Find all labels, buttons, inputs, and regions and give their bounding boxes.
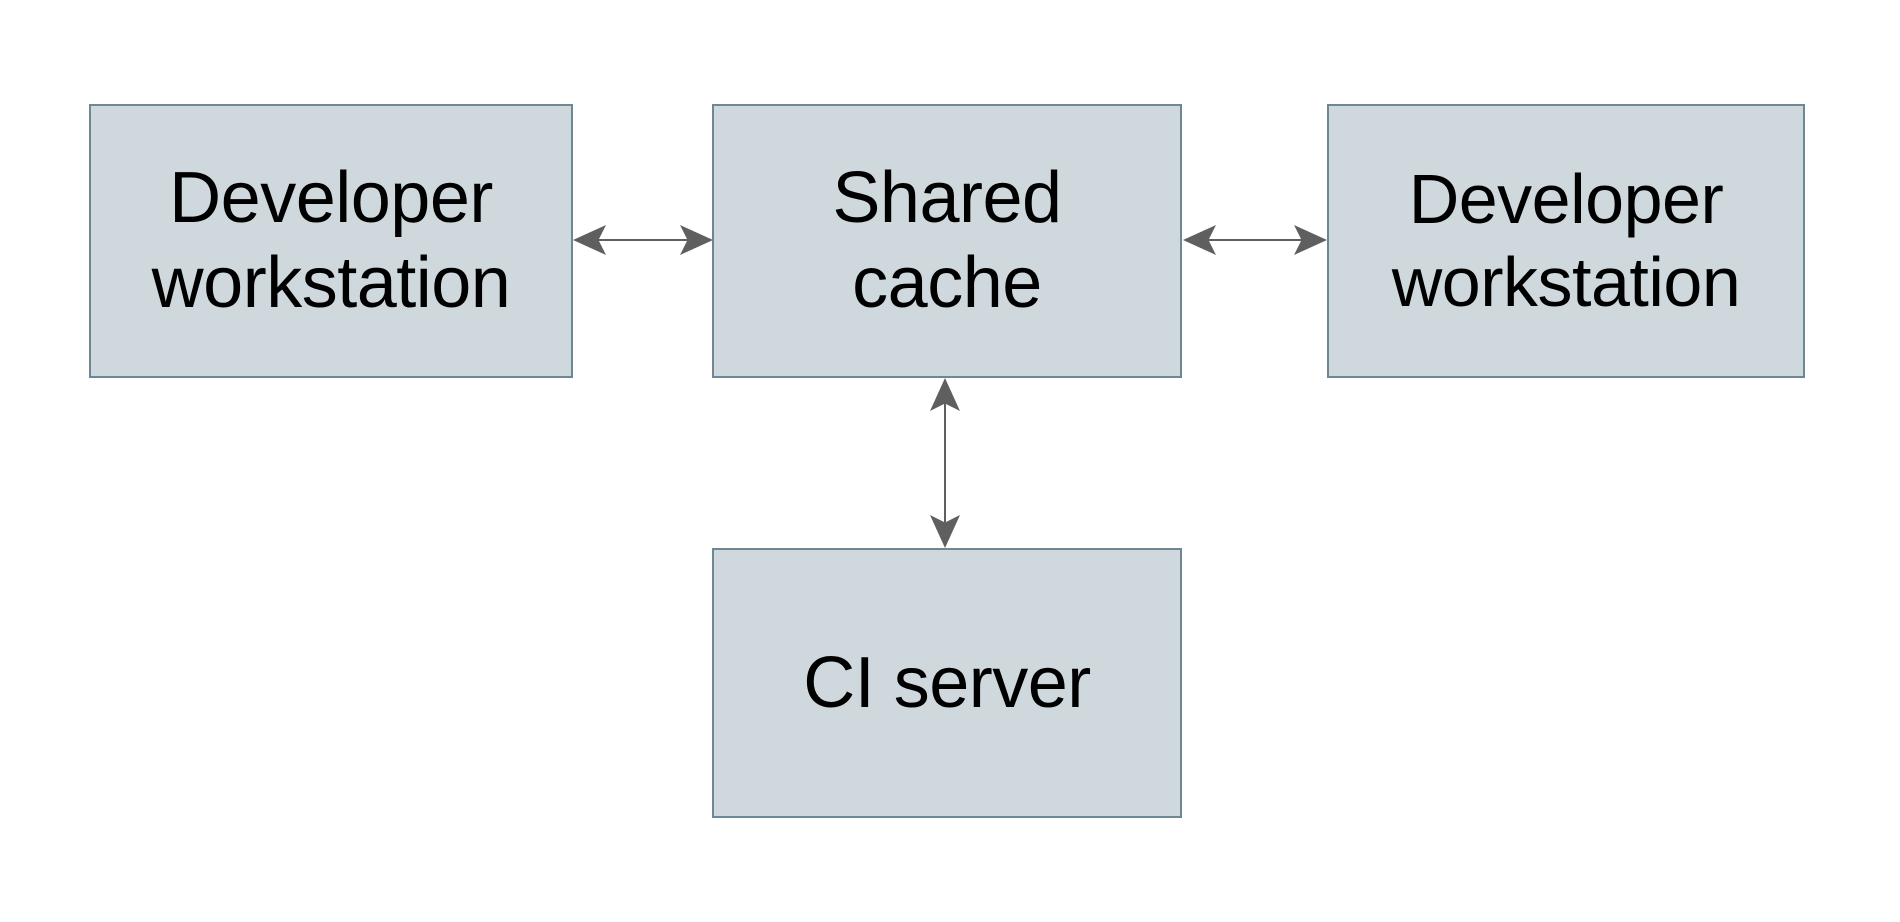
node-developer-workstation-right[interactable]: Developer workstation: [1327, 104, 1805, 378]
node-label: Developer workstation: [151, 158, 511, 323]
edge-developer-left-to-shared-cache: [573, 225, 713, 255]
node-label: CI server: [803, 642, 1091, 723]
edge-shared-cache-to-developer-right: [1183, 225, 1327, 255]
node-ci-server[interactable]: CI server: [712, 548, 1182, 818]
node-label: Developer workstation: [1391, 160, 1741, 321]
edge-shared-cache-to-ci-server: [930, 378, 960, 548]
node-shared-cache[interactable]: Shared cache: [712, 104, 1182, 378]
node-developer-workstation-left[interactable]: Developer workstation: [89, 104, 573, 378]
double-arrow-icon: [1183, 225, 1327, 255]
node-label: Shared cache: [832, 158, 1062, 323]
double-arrow-icon: [573, 225, 713, 255]
double-arrow-icon: [930, 378, 960, 548]
